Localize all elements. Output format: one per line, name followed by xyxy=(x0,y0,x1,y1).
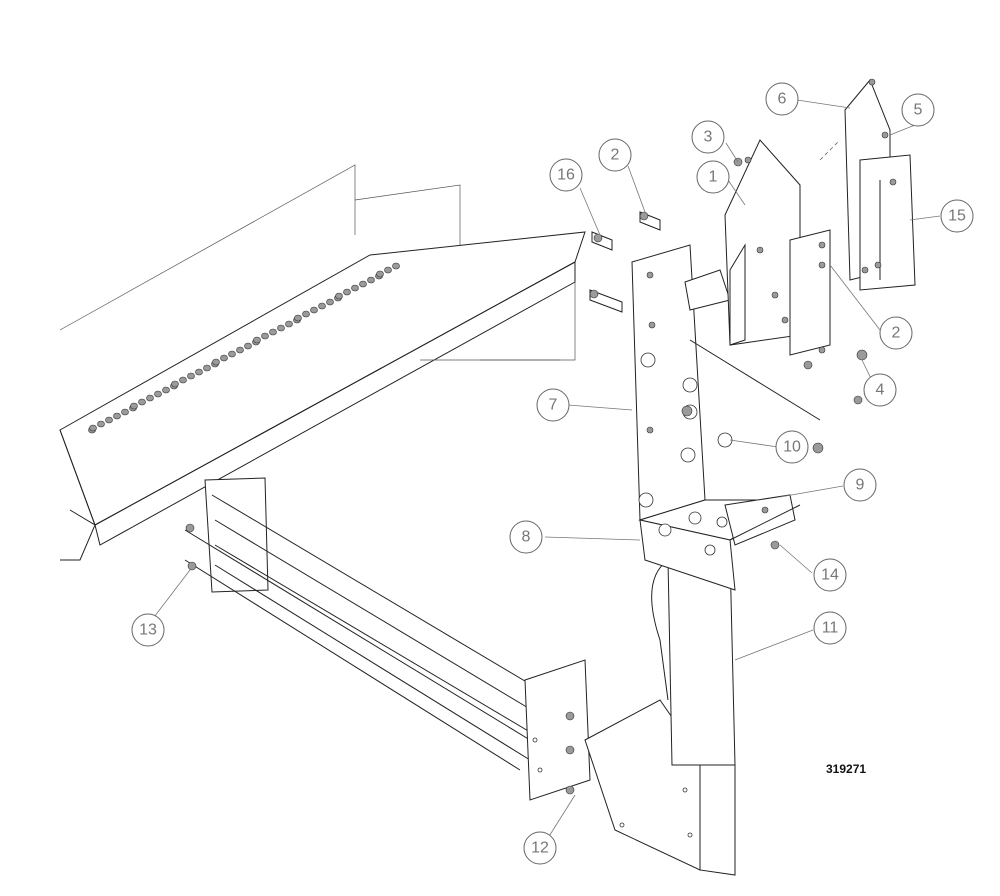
platform-hole xyxy=(384,266,392,274)
platform-hole xyxy=(310,306,318,314)
platform-hole xyxy=(138,398,146,406)
platform-hole xyxy=(162,386,170,394)
callout-13: 13 xyxy=(131,613,165,647)
platform-hole xyxy=(351,284,359,292)
platform-hole-grid xyxy=(88,262,400,434)
platform-hole xyxy=(359,280,367,288)
callout-10: 10 xyxy=(775,430,809,464)
callout-2-top: 2 xyxy=(598,138,632,172)
platform-hole xyxy=(89,424,97,432)
svg-text:4: 4 xyxy=(876,382,885,399)
platform-hole xyxy=(236,346,244,354)
platform-hole xyxy=(212,358,220,366)
platform-hole xyxy=(154,390,162,398)
platform-hole xyxy=(376,270,384,278)
plate-6-assembly xyxy=(819,78,916,291)
platform-hole xyxy=(294,314,302,322)
drawing-number: 319271 xyxy=(826,762,867,776)
platform-hole xyxy=(318,302,326,310)
mounting-plate-1 xyxy=(724,139,801,346)
step-platform xyxy=(59,164,586,561)
svg-text:14: 14 xyxy=(821,567,839,584)
platform-hole xyxy=(130,402,138,410)
platform-hole xyxy=(261,332,269,340)
platform-hole xyxy=(244,342,252,350)
callout-9: 9 xyxy=(843,468,877,502)
svg-text:1: 1 xyxy=(709,169,718,186)
platform-hole xyxy=(326,298,334,306)
fasteners xyxy=(589,157,868,454)
platform-hole xyxy=(269,328,277,336)
platform-hole xyxy=(179,376,187,384)
callout-16: 16 xyxy=(549,158,583,192)
svg-text:12: 12 xyxy=(531,840,549,857)
svg-text:8: 8 xyxy=(522,529,531,546)
platform-hole xyxy=(203,364,211,372)
svg-text:2: 2 xyxy=(611,147,620,164)
svg-text:11: 11 xyxy=(822,620,839,637)
platform-hole xyxy=(97,420,105,428)
callout-4: 4 xyxy=(863,373,897,407)
platform-hole xyxy=(392,262,400,270)
svg-text:3: 3 xyxy=(704,129,713,146)
platform-hole xyxy=(302,310,310,318)
callout-6: 6 xyxy=(765,82,799,116)
callout-1: 1 xyxy=(696,160,730,194)
svg-text:15: 15 xyxy=(948,208,966,225)
platform-hole xyxy=(335,292,343,300)
callout-5: 5 xyxy=(901,93,935,127)
callout-8: 8 xyxy=(509,520,543,554)
platform-hole xyxy=(277,324,285,332)
callout-7: 7 xyxy=(536,388,570,422)
bracket-9 xyxy=(724,494,801,550)
svg-text:2: 2 xyxy=(892,325,901,342)
callout-14: 14 xyxy=(813,558,847,592)
callout-2-right: 2 xyxy=(879,316,913,350)
svg-text:16: 16 xyxy=(557,167,575,184)
svg-text:9: 9 xyxy=(856,477,865,494)
platform-hole xyxy=(343,288,351,296)
callout-11: 11 xyxy=(813,611,847,645)
lower-tube-assembly xyxy=(184,477,736,876)
platform-hole xyxy=(253,336,261,344)
platform-hole xyxy=(171,380,179,388)
platform-hole xyxy=(195,368,203,376)
callouts: 1 2 2 3 4 5 6 7 xyxy=(131,82,974,865)
platform-hole xyxy=(121,408,129,416)
platform-hole xyxy=(285,320,293,328)
platform-hole xyxy=(187,372,195,380)
platform-hole xyxy=(105,416,113,424)
platform-hole xyxy=(228,350,236,358)
platform-hole xyxy=(367,276,375,284)
svg-text:10: 10 xyxy=(783,439,801,456)
plate-assembly-2 xyxy=(789,229,831,370)
svg-text:6: 6 xyxy=(778,91,787,108)
svg-text:13: 13 xyxy=(139,622,157,639)
svg-text:7: 7 xyxy=(549,397,558,414)
callout-3: 3 xyxy=(691,120,725,154)
svg-text:5: 5 xyxy=(914,102,923,119)
callout-12: 12 xyxy=(523,831,557,865)
platform-hole xyxy=(146,394,154,402)
callout-15: 15 xyxy=(940,199,974,233)
platform-hole xyxy=(220,354,228,362)
platform-hole xyxy=(113,412,121,420)
